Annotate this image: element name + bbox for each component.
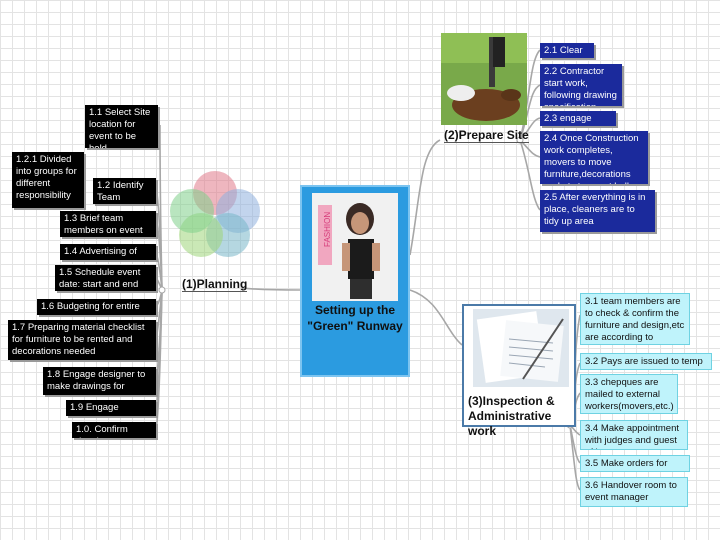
inspection-item-3-2[interactable]: 3.2 Pays are issued to temp staff — [580, 353, 712, 370]
inspection-item-3-4[interactable]: 3.4 Make appointment with judges and gue… — [580, 420, 688, 450]
prepare-site-topic[interactable]: (2)Prepare Site — [444, 128, 529, 143]
planning-item-1-6[interactable]: 1.6 Budgeting for entire event — [37, 299, 156, 315]
prepare-item-2-2[interactable]: 2.2 Contractor start work, following dra… — [540, 64, 622, 106]
planning-item-1-0[interactable]: 1.0. Confirm drawing — [72, 422, 156, 438]
planning-item-1-7[interactable]: 1.7 Preparing material checklist for fur… — [8, 320, 156, 360]
prepare-item-2-5[interactable]: 2.5 After everything is in place, cleane… — [540, 190, 655, 232]
planning-item-1-1[interactable]: 1.1 Select Site location for event to be… — [85, 105, 158, 148]
documents-photo — [473, 309, 569, 387]
digging-soil-photo — [441, 33, 527, 125]
svg-text:FASHION: FASHION — [323, 212, 332, 247]
inspection-title: (3)Inspection & Administrative work — [468, 394, 572, 439]
central-title: Setting up the "Green" Runway — [306, 303, 404, 334]
inspection-topic[interactable]: (3)Inspection & Administrative work — [462, 304, 576, 427]
planning-item-1-2-1[interactable]: 1.2.1 Divided into groups for different … — [12, 152, 84, 208]
planning-item-1-9[interactable]: 1.9 Engage contractor — [66, 400, 156, 416]
prepare-item-2-3[interactable]: 2.3 engage movers — [540, 111, 616, 126]
central-topic[interactable]: FASHION Setting up the "Green" Runway — [300, 185, 410, 377]
planning-topic[interactable]: (1)Planning — [182, 277, 247, 292]
inspection-item-3-6[interactable]: 3.6 Handover room to event manager — [580, 477, 688, 507]
link-center-prepare — [410, 140, 440, 255]
inspection-item-3-1[interactable]: 3.1 team members are to check & confirm … — [580, 293, 690, 345]
planning-item-1-8[interactable]: 1.8 Engage designer to make drawings for… — [43, 367, 156, 395]
model-fashion-photo: FASHION — [312, 193, 398, 301]
link-center-inspection — [410, 290, 462, 345]
prepare-item-2-4[interactable]: 2.4 Once Construction work completes, mo… — [540, 131, 648, 184]
link-center-planning — [242, 288, 300, 290]
planning-node — [159, 287, 165, 293]
planning-item-1-5[interactable]: 1.5 Schedule event date: start and end — [55, 265, 156, 291]
prepare-item-2-1[interactable]: 2.1 Clear site — [540, 43, 594, 58]
planning-item-1-4[interactable]: 1.4 Advertising of event — [60, 244, 156, 260]
venn-diagram — [168, 163, 263, 263]
planning-item-1-3[interactable]: 1.3 Brief team members on event — [60, 211, 156, 237]
inspection-item-3-5[interactable]: 3.5 Make orders for catering — [580, 455, 690, 472]
inspection-item-3-3[interactable]: 3.3 chepques are mailed to external work… — [580, 374, 678, 414]
planning-item-1-2[interactable]: 1.2 Identify Team members — [93, 178, 156, 204]
